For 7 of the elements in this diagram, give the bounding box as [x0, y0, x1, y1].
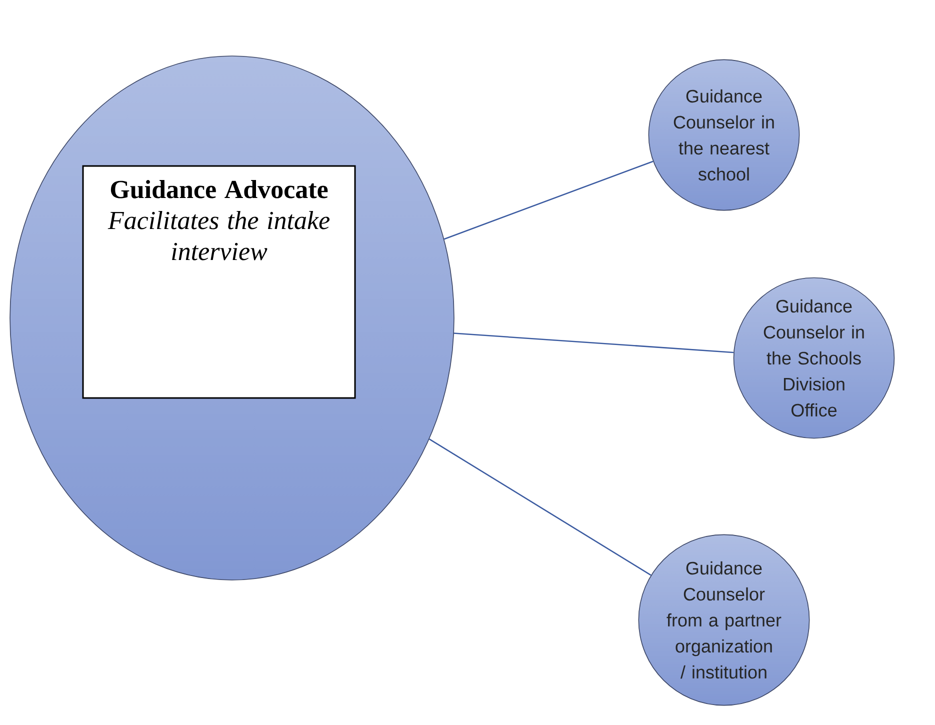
connector-line	[428, 438, 652, 576]
text-box: Guidance Advocate Facilitates the intake interview	[82, 165, 356, 399]
connector-line	[444, 160, 654, 240]
connector-line	[454, 332, 734, 354]
circle-node: Guidance Counselor from a partner organization / institution	[638, 534, 810, 706]
circle-node: Guidance Counselor in the nearest school	[648, 59, 800, 211]
circle-node: Guidance Counselor in the Schools Division Office	[733, 277, 895, 439]
